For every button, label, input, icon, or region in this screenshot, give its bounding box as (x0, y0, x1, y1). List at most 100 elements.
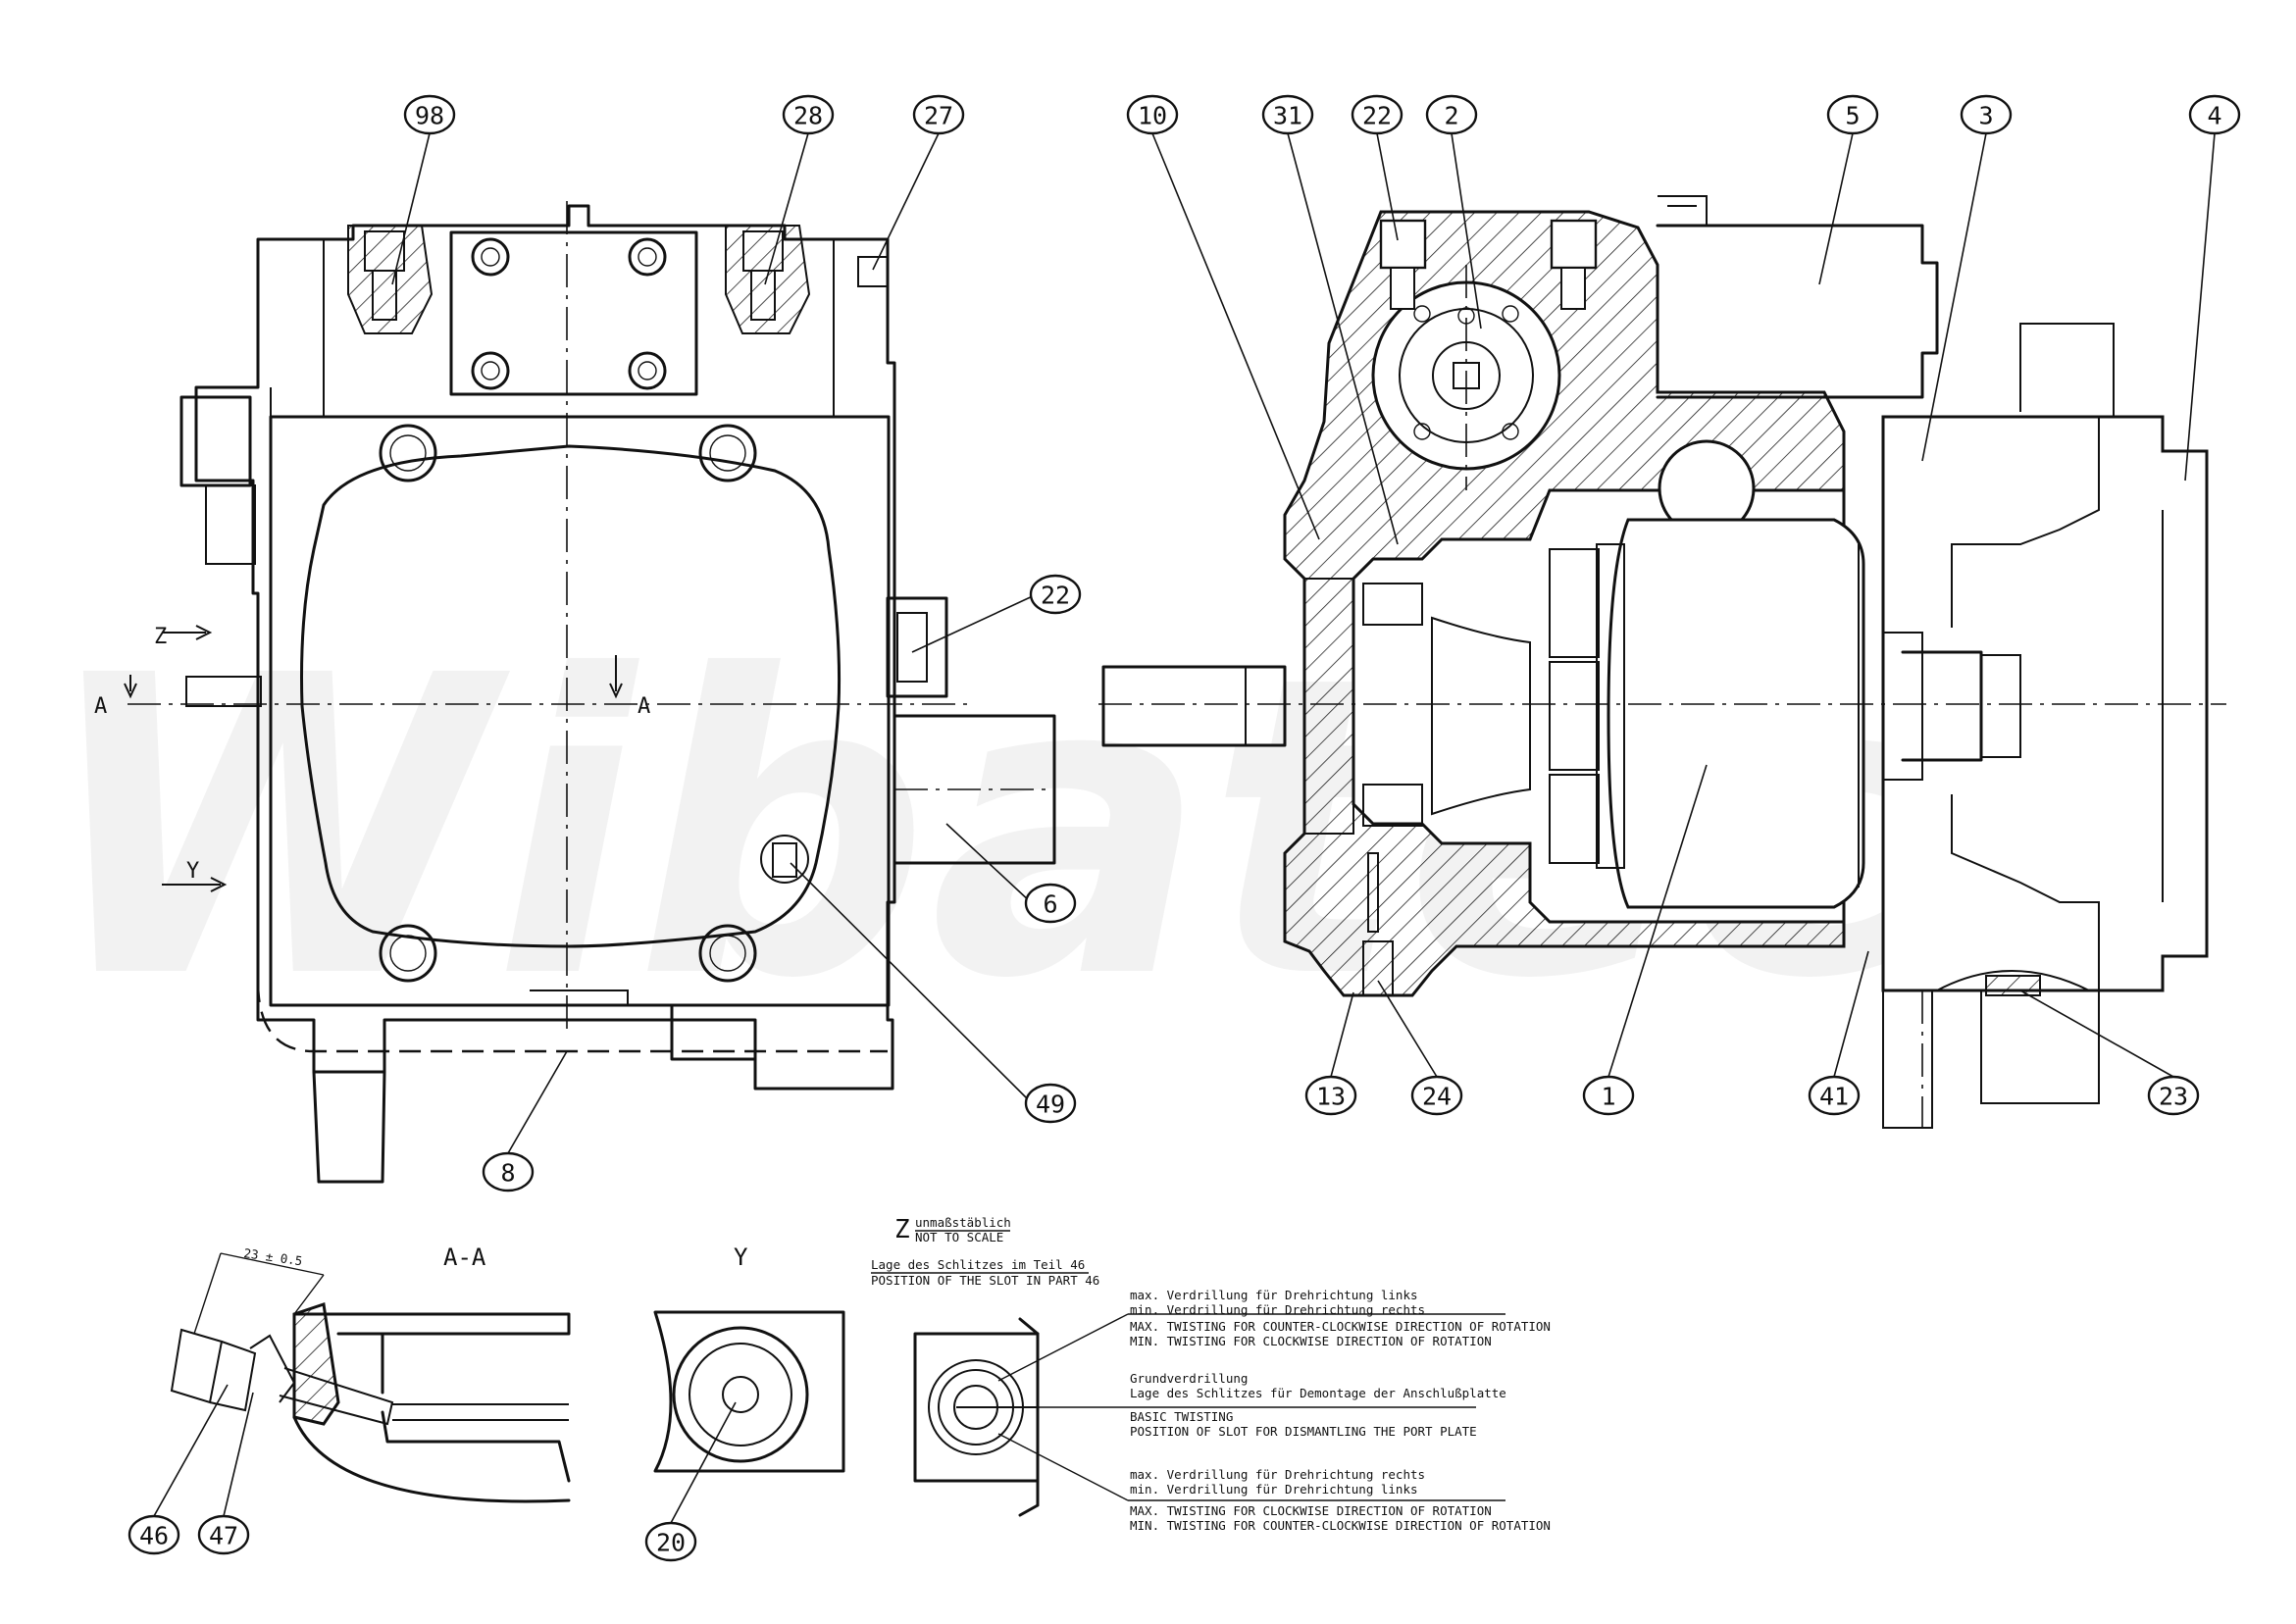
callout-5: 5 (1826, 94, 1879, 135)
callout-bubble (1126, 94, 1179, 135)
callout-number: 23 (2159, 1083, 2188, 1111)
callout-number: 46 (139, 1522, 169, 1550)
callout-bubble (644, 1521, 697, 1562)
callout-22: 22 (1029, 574, 1082, 615)
callout-bubble (2188, 94, 2241, 135)
callout-bubble (197, 1514, 250, 1555)
view-y-title: Y (734, 1243, 748, 1271)
callout-4: 4 (2188, 94, 2241, 135)
callout-bubble (1024, 1083, 1077, 1124)
arrow-z-label: Z (154, 625, 167, 649)
slot-note-mid-3: BASIC TWISTING (1130, 1409, 1233, 1424)
callout-bubble (482, 1151, 535, 1193)
slot-note-bot-4: MIN. TWISTING FOR COUNTER-CLOCKWISE DIRE… (1130, 1518, 1551, 1533)
callout-number: 8 (500, 1159, 515, 1188)
callout-23: 23 (2147, 1075, 2200, 1116)
slot-notes-bottom: max. Verdrillung für Drehrichtung rechts… (1130, 1467, 1551, 1533)
callout-98: 98 (403, 94, 456, 135)
section-a-right: A (638, 694, 650, 719)
view-y: Y (653, 1243, 845, 1473)
callout-number: 31 (1273, 102, 1302, 130)
callout-31: 31 (1261, 94, 1314, 135)
callout-41: 41 (1808, 1075, 1861, 1116)
slot-header-en: POSITION OF THE SLOT IN PART 46 (871, 1273, 1099, 1288)
callout-number: 13 (1316, 1083, 1346, 1111)
callout-22: 22 (1351, 94, 1403, 135)
callout-number: 2 (1444, 102, 1458, 130)
arrow-y-label: Y (186, 859, 199, 884)
callout-bubble (403, 94, 456, 135)
callout-13: 13 (1304, 1075, 1357, 1116)
callout-bubble (1304, 1075, 1357, 1116)
callout-number: 49 (1036, 1091, 1065, 1119)
callout-6: 6 (1024, 883, 1077, 924)
callout-10: 10 (1126, 94, 1179, 135)
section-aa-title: A-A (443, 1243, 486, 1271)
slot-note-bot-3: MAX. TWISTING FOR CLOCKWISE DIRECTION OF… (1130, 1503, 1492, 1518)
slot-note-top-4: MIN. TWISTING FOR CLOCKWISE DIRECTION OF… (1130, 1334, 1492, 1348)
slot-notes-top: max. Verdrillung für Drehrichtung links … (1130, 1288, 1551, 1348)
slot-note-bot-2: min. Verdrillung für Drehrichtung links (1130, 1482, 1418, 1497)
callout-bubble (2147, 1075, 2200, 1116)
front-view: Z Y A A (94, 201, 1056, 1184)
callout-number: 22 (1362, 102, 1392, 130)
callout-28: 28 (782, 94, 835, 135)
leader-lines (153, 132, 2216, 1524)
callout-number: 41 (1819, 1083, 1849, 1111)
callout-bubble (912, 94, 965, 135)
view-z-scale-en: NOT TO SCALE (915, 1230, 1003, 1244)
callout-number: 5 (1845, 102, 1860, 130)
callout-20: 20 (644, 1521, 697, 1562)
slot-note-top-2: min. Verdrillung für Drehrichtung rechts (1130, 1302, 1425, 1317)
callout-bubble (1351, 94, 1403, 135)
callout-49: 49 (1024, 1083, 1077, 1124)
callout-46: 46 (128, 1514, 180, 1555)
callout-bubble (1808, 1075, 1861, 1116)
callout-bubble (1582, 1075, 1635, 1116)
callout-number: 27 (924, 102, 953, 130)
callout-bubble (782, 94, 835, 135)
callout-bubble (1261, 94, 1314, 135)
callout-24: 24 (1410, 1075, 1463, 1116)
callout-number: 98 (415, 102, 444, 130)
callout-27: 27 (912, 94, 965, 135)
section-a-left: A (94, 694, 107, 719)
view-z: Z unmaßstäblich NOT TO SCALE Lage des Sc… (871, 1215, 1551, 1533)
callout-bubble (1826, 94, 1879, 135)
slot-note-mid-1: Grundverdrillung (1130, 1371, 1248, 1386)
slot-notes-middle: Grundverdrillung Lage des Schlitzes für … (1130, 1371, 1506, 1439)
callout-number: 47 (209, 1522, 238, 1550)
section-a-a-view: A-A 23 ± 0.5 (170, 1243, 571, 1503)
slot-note-top-1: max. Verdrillung für Drehrichtung links (1130, 1288, 1418, 1302)
callout-1: 1 (1582, 1075, 1635, 1116)
slot-note-mid-4: POSITION OF SLOT FOR DISMANTLING THE POR… (1130, 1424, 1477, 1439)
callout-number: 6 (1043, 890, 1057, 919)
callout-bubble (1960, 94, 2013, 135)
callout-number: 22 (1041, 582, 1070, 610)
slot-note-bot-1: max. Verdrillung für Drehrichtung rechts (1130, 1467, 1425, 1482)
slot-note-mid-2: Lage des Schlitzes für Demontage der Ans… (1130, 1386, 1506, 1400)
callout-bubble (1024, 883, 1077, 924)
view-z-title: Z (894, 1215, 910, 1244)
callout-number: 24 (1422, 1083, 1452, 1111)
callout-bubble (1410, 1075, 1463, 1116)
callout-2: 2 (1425, 94, 1478, 135)
callout-number: 4 (2207, 102, 2221, 130)
callout-bubble (1425, 94, 1478, 135)
callout-number: 20 (656, 1529, 686, 1557)
callout-47: 47 (197, 1514, 250, 1555)
callout-number: 3 (1978, 102, 1993, 130)
callout-bubble (1029, 574, 1082, 615)
view-z-scale-de: unmaßstäblich (915, 1215, 1011, 1230)
slot-header-de: Lage des Schlitzes im Teil 46 (871, 1257, 1085, 1272)
section-view (1098, 195, 2226, 1129)
callout-3: 3 (1960, 94, 2013, 135)
callout-bubble (128, 1514, 180, 1555)
slot-note-top-3: MAX. TWISTING FOR COUNTER-CLOCKWISE DIRE… (1130, 1319, 1551, 1334)
callout-number: 28 (793, 102, 823, 130)
callout-number: 1 (1601, 1083, 1615, 1111)
callout-number: 10 (1138, 102, 1167, 130)
callout-8: 8 (482, 1151, 535, 1193)
